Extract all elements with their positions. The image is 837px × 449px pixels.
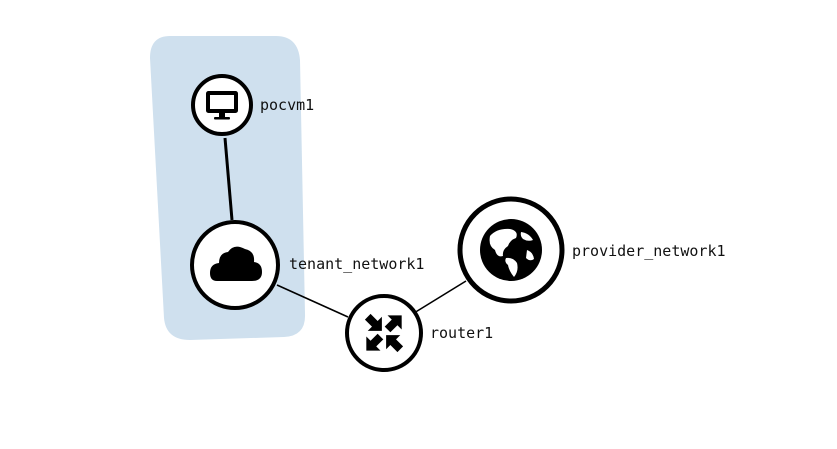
node-provider-network1-label: provider_network1	[572, 242, 726, 260]
node-tenant-network1[interactable]: tenant_network1	[190, 220, 424, 310]
node-router1[interactable]: router1	[345, 294, 493, 372]
globe-icon	[480, 219, 542, 281]
link-pocvm1-tenant-network1[interactable]	[223, 137, 234, 221]
router-arrows-icon	[364, 313, 404, 353]
node-router1-label: router1	[430, 324, 493, 342]
node-tenant-network1-label: tenant_network1	[289, 255, 424, 273]
node-pocvm1-label: pocvm1	[260, 96, 314, 114]
node-provider-network1[interactable]: provider_network1	[457, 196, 726, 304]
node-router1-ring	[345, 294, 423, 372]
node-pocvm1[interactable]: pocvm1	[191, 74, 314, 136]
link-router1-provider-network1[interactable]	[413, 280, 467, 314]
cloud-icon	[210, 246, 262, 281]
monitor-icon	[206, 91, 238, 120]
link-tenant-network1-router1[interactable]	[276, 284, 349, 318]
